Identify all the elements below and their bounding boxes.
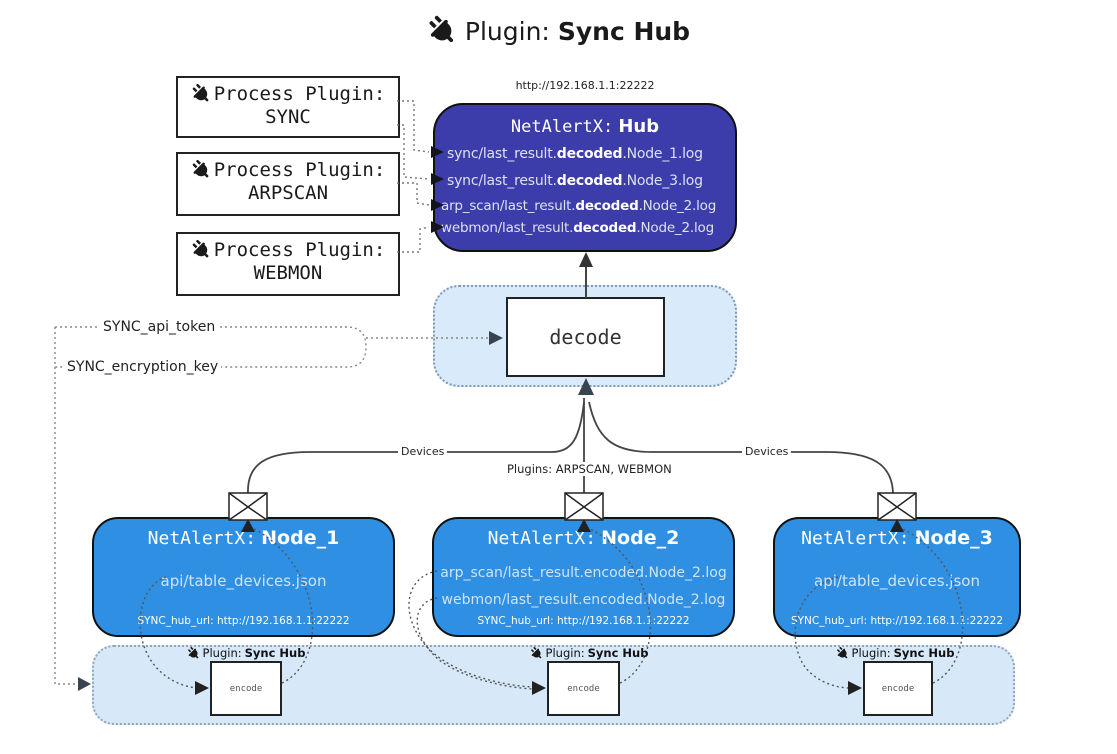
edge-node3-to-decode bbox=[588, 401, 894, 494]
plug-icon bbox=[187, 236, 215, 264]
strip-plugin-label-1: Plugin: Sync Hub bbox=[171, 646, 321, 660]
arrowhead-token-to-strip bbox=[78, 677, 91, 691]
process-plugin-box-arpscan: Process Plugin: ARPSCAN bbox=[176, 152, 400, 216]
node-file-line: arp_scan/last_result.encoded.Node_2.log bbox=[440, 565, 727, 581]
page-title-bold: Sync Hub bbox=[557, 16, 691, 46]
process-plugin-name: WEBMON bbox=[253, 262, 323, 284]
hub-title: NetAlertX: Hub bbox=[510, 116, 660, 137]
process-plugin-name: ARPSCAN bbox=[247, 182, 329, 204]
decode-box: decode bbox=[506, 297, 665, 377]
envelope-icon bbox=[877, 492, 917, 521]
edge-arpscan-to-hub bbox=[397, 182, 430, 206]
node-title: NetAlertX: Node_2 bbox=[487, 527, 680, 549]
node-1-box: NetAlertX: Node_1 api/table_devices.json… bbox=[92, 517, 395, 637]
strip-plugin-label-2: Plugin: Sync Hub bbox=[514, 646, 664, 660]
edge-token-down-to-strip bbox=[54, 327, 79, 685]
node-2-box: NetAlertX: Node_2 arp_scan/last_result.e… bbox=[432, 517, 735, 637]
edge-sync-to-hub-2 bbox=[397, 124, 430, 180]
plug-icon bbox=[187, 156, 215, 184]
node-file-line: webmon/last_result.encoded.Node_2.log bbox=[441, 592, 726, 608]
encode-box-2: encode bbox=[547, 661, 620, 716]
node-title: NetAlertX: Node_1 bbox=[147, 527, 340, 549]
node-file-line: api/table_devices.json bbox=[160, 572, 327, 590]
label-sync-api-token: SYNC_api_token bbox=[100, 319, 219, 335]
hub-log-line: arp_scan/last_result.decoded.Node_2.log bbox=[441, 198, 717, 214]
node-hub-url: SYNC_hub_url: http://192.168.1.1:22222 bbox=[790, 615, 1004, 627]
plug-icon bbox=[421, 10, 463, 52]
strip-plugin-label-3: Plugin: Sync Hub bbox=[820, 646, 970, 660]
edge-webmon-to-hub bbox=[397, 226, 430, 253]
plug-icon bbox=[527, 644, 545, 662]
node-file-line: api/table_devices.json bbox=[814, 572, 980, 590]
encode-box-3: encode bbox=[863, 661, 933, 716]
page-title: Plugin: Sync Hub bbox=[0, 15, 1117, 46]
label-plugins-arpscan-webmon: Plugins: ARPSCAN, WEBMON bbox=[504, 462, 672, 476]
hub-log-line: webmon/last_result.decoded.Node_2.log bbox=[441, 220, 714, 236]
process-plugin-box-sync: Process Plugin: SYNC bbox=[176, 76, 400, 138]
hub-box: NetAlertX: Hub sync/last_result.decoded.… bbox=[433, 103, 737, 252]
hub-log-line: sync/last_result.decoded.Node_1.log bbox=[447, 146, 703, 162]
label-devices-left: Devices bbox=[398, 445, 448, 458]
label-devices-right: Devices bbox=[742, 445, 792, 458]
arrowhead-decode-to-hub bbox=[579, 252, 593, 267]
edge-sync-to-hub-1 bbox=[397, 100, 430, 153]
envelope-icon bbox=[564, 492, 604, 521]
process-plugin-label: Process Plugin: bbox=[213, 239, 386, 261]
plug-icon bbox=[833, 644, 851, 662]
node-hub-url: SYNC_hub_url: http://192.168.1.1:22222 bbox=[477, 615, 690, 627]
process-plugin-name: SYNC bbox=[265, 106, 311, 128]
envelope-icon bbox=[228, 492, 268, 521]
page-title-label: Plugin: bbox=[464, 16, 550, 46]
process-plugin-label: Process Plugin: bbox=[213, 159, 386, 181]
hub-url: http://192.168.1.1:22222 bbox=[515, 79, 655, 92]
hub-log-line: sync/last_result.decoded.Node_3.log bbox=[447, 173, 703, 189]
process-plugin-box-webmon: Process Plugin: WEBMON bbox=[176, 232, 400, 296]
plug-icon bbox=[187, 80, 215, 108]
process-plugin-label: Process Plugin: bbox=[213, 83, 386, 105]
encode-box-1: encode bbox=[210, 661, 282, 716]
node-hub-url: SYNC_hub_url: http://192.168.1.1:22222 bbox=[137, 615, 350, 627]
label-sync-encryption-key: SYNC_encryption_key bbox=[64, 359, 222, 375]
node-3-box: NetAlertX: Node_3 api/table_devices.json… bbox=[773, 517, 1021, 637]
plug-icon bbox=[184, 644, 202, 662]
node-title: NetAlertX: Node_3 bbox=[801, 527, 993, 549]
